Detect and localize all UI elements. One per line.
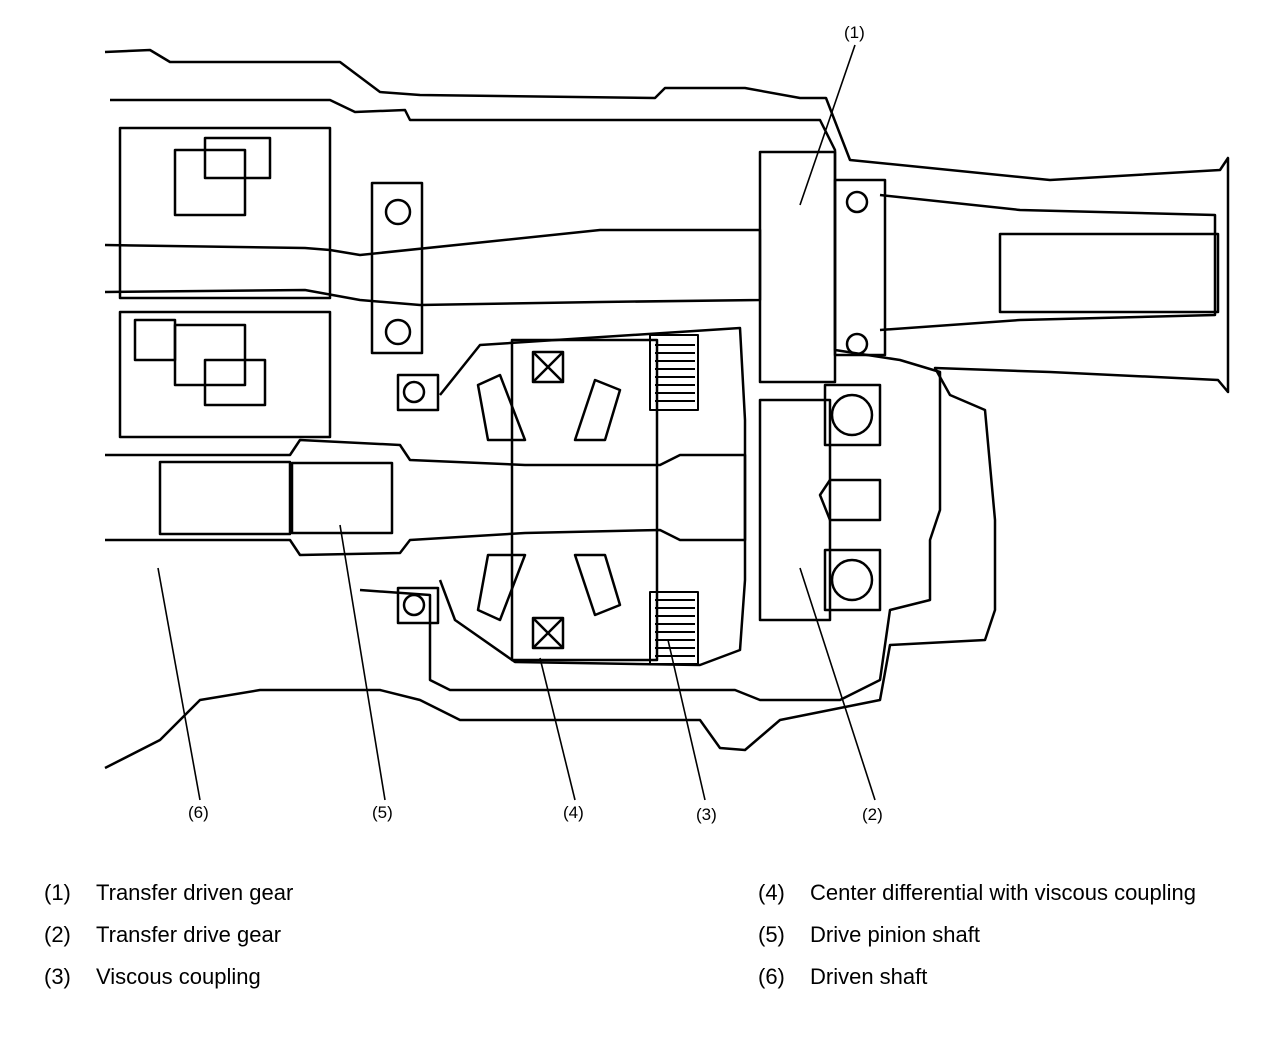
legend-number: (5) [758,922,785,947]
callout-2: (2) [862,805,883,824]
pinion-shaft-gear [290,461,394,535]
diff-block-upper-x [532,351,564,383]
diff-block-upper [531,350,565,384]
drive-pinion-shaft [105,438,747,557]
bearing-upper-right [833,178,887,357]
diff-block-lower-x [532,617,564,649]
output-flange [998,232,1220,314]
legend-item-6: (6) Driven shaft [758,956,1196,998]
left-gear-1 [173,148,247,217]
bearing-upper-left [370,181,424,355]
legend-item-4: (4) Center differential with viscous cou… [758,872,1196,914]
bearing-ball [402,593,426,617]
diff-block-lower [531,616,565,650]
legend-number: (4) [758,880,785,905]
callout-5: (5) [372,803,393,822]
legend-number: (1) [44,880,71,905]
legend-item-2: (2) Transfer drive gear [44,914,293,956]
bearing-ball [830,558,874,602]
diff-gear-upper-right [573,378,622,442]
legend-item-1: (1) Transfer driven gear [44,872,293,914]
bearing-lower-upper [823,383,882,447]
upper-shaft [104,228,762,307]
legend-right-column: (4) Center differential with viscous cou… [758,872,1196,998]
diff-gear-lower [476,553,527,622]
transmission-cross-section-diagram: (1) (2) (3) (4) (5) (6) [104,23,1230,824]
bearing-small-lower [396,586,440,625]
legend-label: Driven shaft [810,964,928,989]
bearing-ball [830,393,874,437]
callout-6: (6) [188,803,209,822]
drive-gear-nose [818,478,882,522]
legend-label: Viscous coupling [96,964,261,989]
bearing-ball [402,380,426,404]
legend-label: Center differential with viscous couplin… [810,880,1197,905]
bearing-ball [845,332,869,356]
upper-shaft-end [879,193,1217,332]
viscous-coupling-upper [649,334,699,411]
legend-label: Transfer drive gear [96,922,282,947]
leader-lines [157,44,876,801]
pinion-shaft-body [158,460,292,536]
left-case-lower [118,310,332,439]
legend-label: Transfer driven gear [96,880,294,905]
left-gear-3 [173,323,247,387]
coupling-housing [438,326,747,667]
legend-item-3: (3) Viscous coupling [44,956,293,998]
callout-1: (1) [844,23,865,42]
callout-3: (3) [696,805,717,824]
left-gear-4 [203,358,267,407]
diff-gear-upper [476,373,527,442]
center-differential [510,338,659,662]
left-gear-2 [203,136,272,180]
bearing-lower-lower [823,548,882,612]
legend-number: (2) [44,922,71,947]
transfer-drive-gear [758,398,832,622]
outer-housing [104,48,1230,770]
legend-number: (6) [758,964,785,989]
transfer-driven-gear [758,150,837,384]
left-gear-5 [133,318,177,362]
bearing-small-upper [396,373,440,412]
callout-4: (4) [563,803,584,822]
left-case-upper [118,126,332,300]
legend-left-column: (1) Transfer driven gear (2) Transfer dr… [44,872,293,998]
legend-item-5: (5) Drive pinion shaft [758,914,1196,956]
legend-label: Drive pinion shaft [810,922,980,947]
bearing-ball [384,318,412,346]
bearing-ball [384,198,412,226]
legend-number: (3) [44,964,71,989]
diff-gear-lower-right [573,553,622,617]
inner-housing [110,98,942,702]
bearing-ball [845,190,869,214]
